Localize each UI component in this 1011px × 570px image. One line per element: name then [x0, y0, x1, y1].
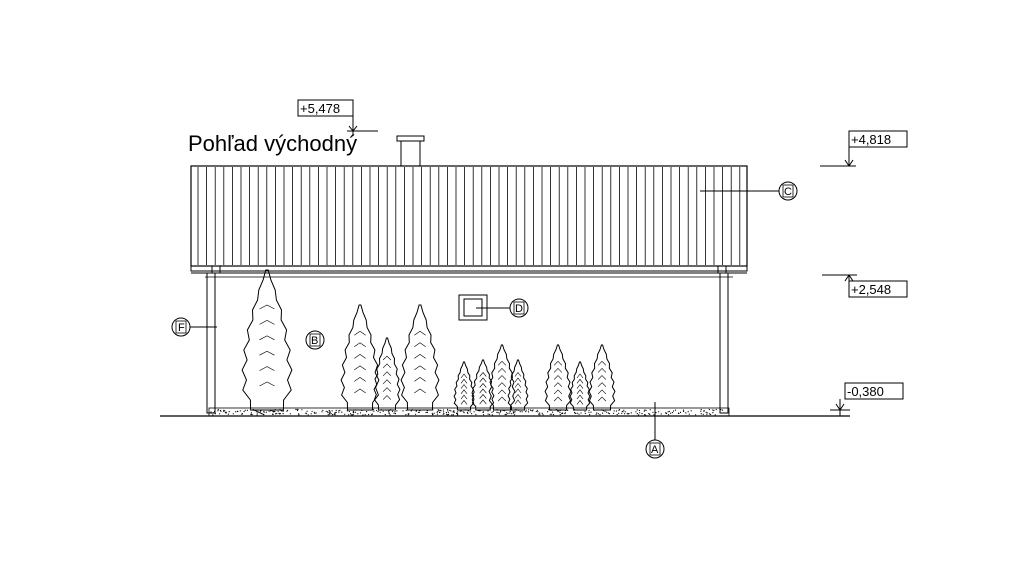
tag-a-label: A	[651, 444, 659, 456]
tag-f-callout: F	[171, 317, 217, 337]
drawing-title: Pohľad východný	[188, 131, 357, 156]
shrub	[400, 304, 440, 411]
shrub	[241, 269, 293, 411]
elevation-marker-roof-top: +4,818	[820, 130, 908, 167]
shrub	[453, 361, 475, 411]
shrub	[340, 304, 380, 411]
elevation-marker-ground: -0,380	[830, 382, 904, 416]
tag-c-callout: C	[700, 181, 798, 201]
elevation-roof-top-label: +4,818	[851, 132, 891, 147]
tag-d-callout: D	[476, 298, 529, 318]
tag-b-label: B	[311, 335, 318, 347]
shrub	[544, 344, 572, 411]
shrub	[507, 359, 529, 411]
tag-f-label: F	[178, 322, 185, 334]
shrub	[488, 344, 516, 411]
tag-b-callout: B	[305, 330, 325, 350]
roof-standing-seams	[197, 167, 741, 265]
shrub	[588, 344, 616, 411]
shrubs	[241, 269, 616, 411]
tag-d-label: D	[515, 303, 523, 315]
elevation-ridge-label: +5,478	[300, 101, 340, 116]
tag-c-label: C	[784, 186, 792, 198]
tag-a-callout: A	[645, 402, 665, 459]
shrub	[569, 361, 591, 411]
gravel-strip	[208, 407, 730, 417]
elevation-eave-label: +2,548	[851, 282, 891, 297]
shrub	[471, 359, 495, 411]
elevation-ground-label: -0,380	[847, 384, 884, 399]
roof	[190, 165, 748, 278]
elevation-marker-eave: +2,548	[822, 274, 908, 298]
elevation-marker-ridge: +5,478	[297, 99, 378, 136]
shrub	[373, 337, 401, 411]
